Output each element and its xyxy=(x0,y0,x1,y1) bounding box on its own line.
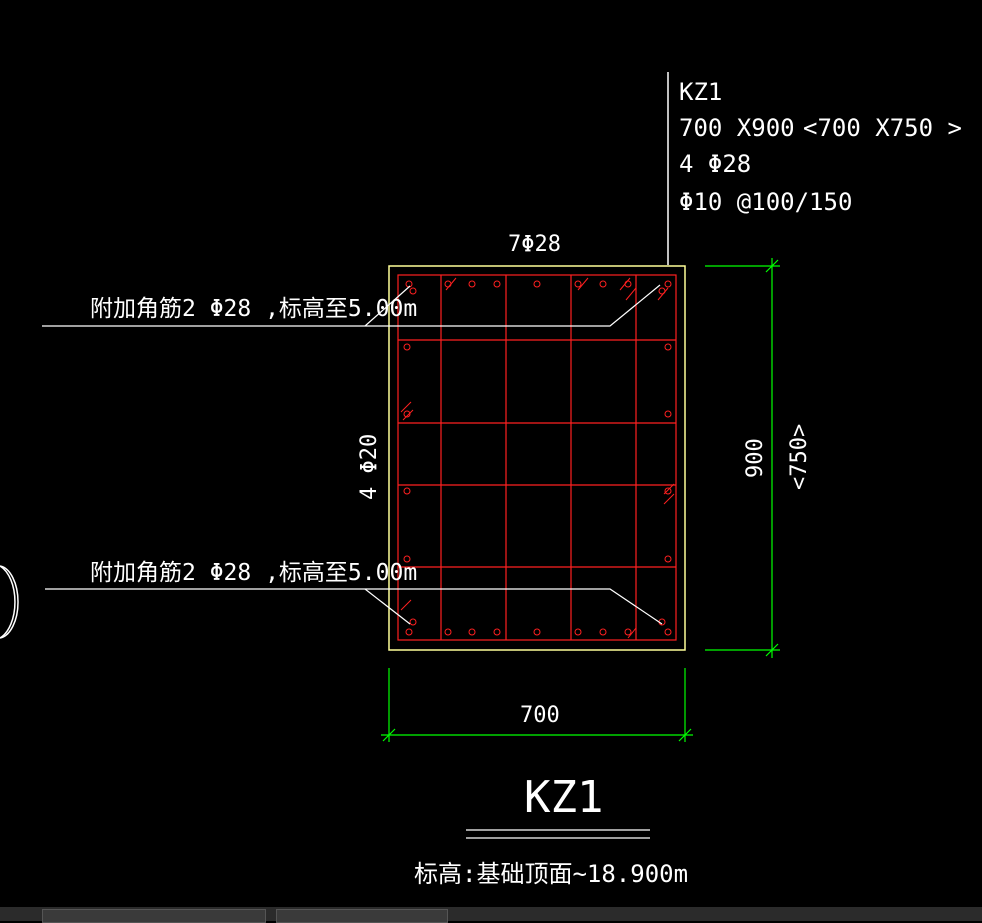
callout-2-leader-left xyxy=(364,588,411,625)
title-size: 700 X900 xyxy=(679,114,795,142)
stirrup-hooks xyxy=(400,277,675,639)
elevation-text: 标高:基础顶面~18.900m xyxy=(414,860,688,888)
rebar-dots xyxy=(403,280,672,636)
callout-2-text: 附加角筋2 Φ28 ,标高至5.00m xyxy=(90,560,417,586)
partial-circle xyxy=(0,565,16,639)
title-size-alt: <700 X750 > xyxy=(803,114,962,142)
callout-2-leader xyxy=(45,588,663,625)
vertical-dimension xyxy=(705,258,780,658)
title-main-rebar: 4 Φ28 xyxy=(679,150,751,178)
section-name: KZ1 xyxy=(524,772,603,823)
side-rebar-label: 4 Φ20 xyxy=(357,434,382,500)
top-rebar-label: 7Φ28 xyxy=(508,232,561,257)
callout-1-leader xyxy=(42,284,661,327)
horizontal-dimension xyxy=(381,668,693,742)
dim-height-text: 900 xyxy=(743,438,768,478)
dim-width-text: 700 xyxy=(520,703,560,728)
partial-circle-arc xyxy=(0,565,19,639)
dim-height-alt-text: <750> xyxy=(787,424,812,490)
callout-1-text: 附加角筋2 Φ28 ,标高至5.00m xyxy=(90,296,417,322)
stirrup-grid xyxy=(397,274,677,641)
title-stirrup: Φ10 @100/150 xyxy=(679,188,852,216)
column-outline xyxy=(388,265,686,651)
callout-1-leader-left xyxy=(364,285,411,327)
title-name: KZ1 xyxy=(679,78,722,106)
